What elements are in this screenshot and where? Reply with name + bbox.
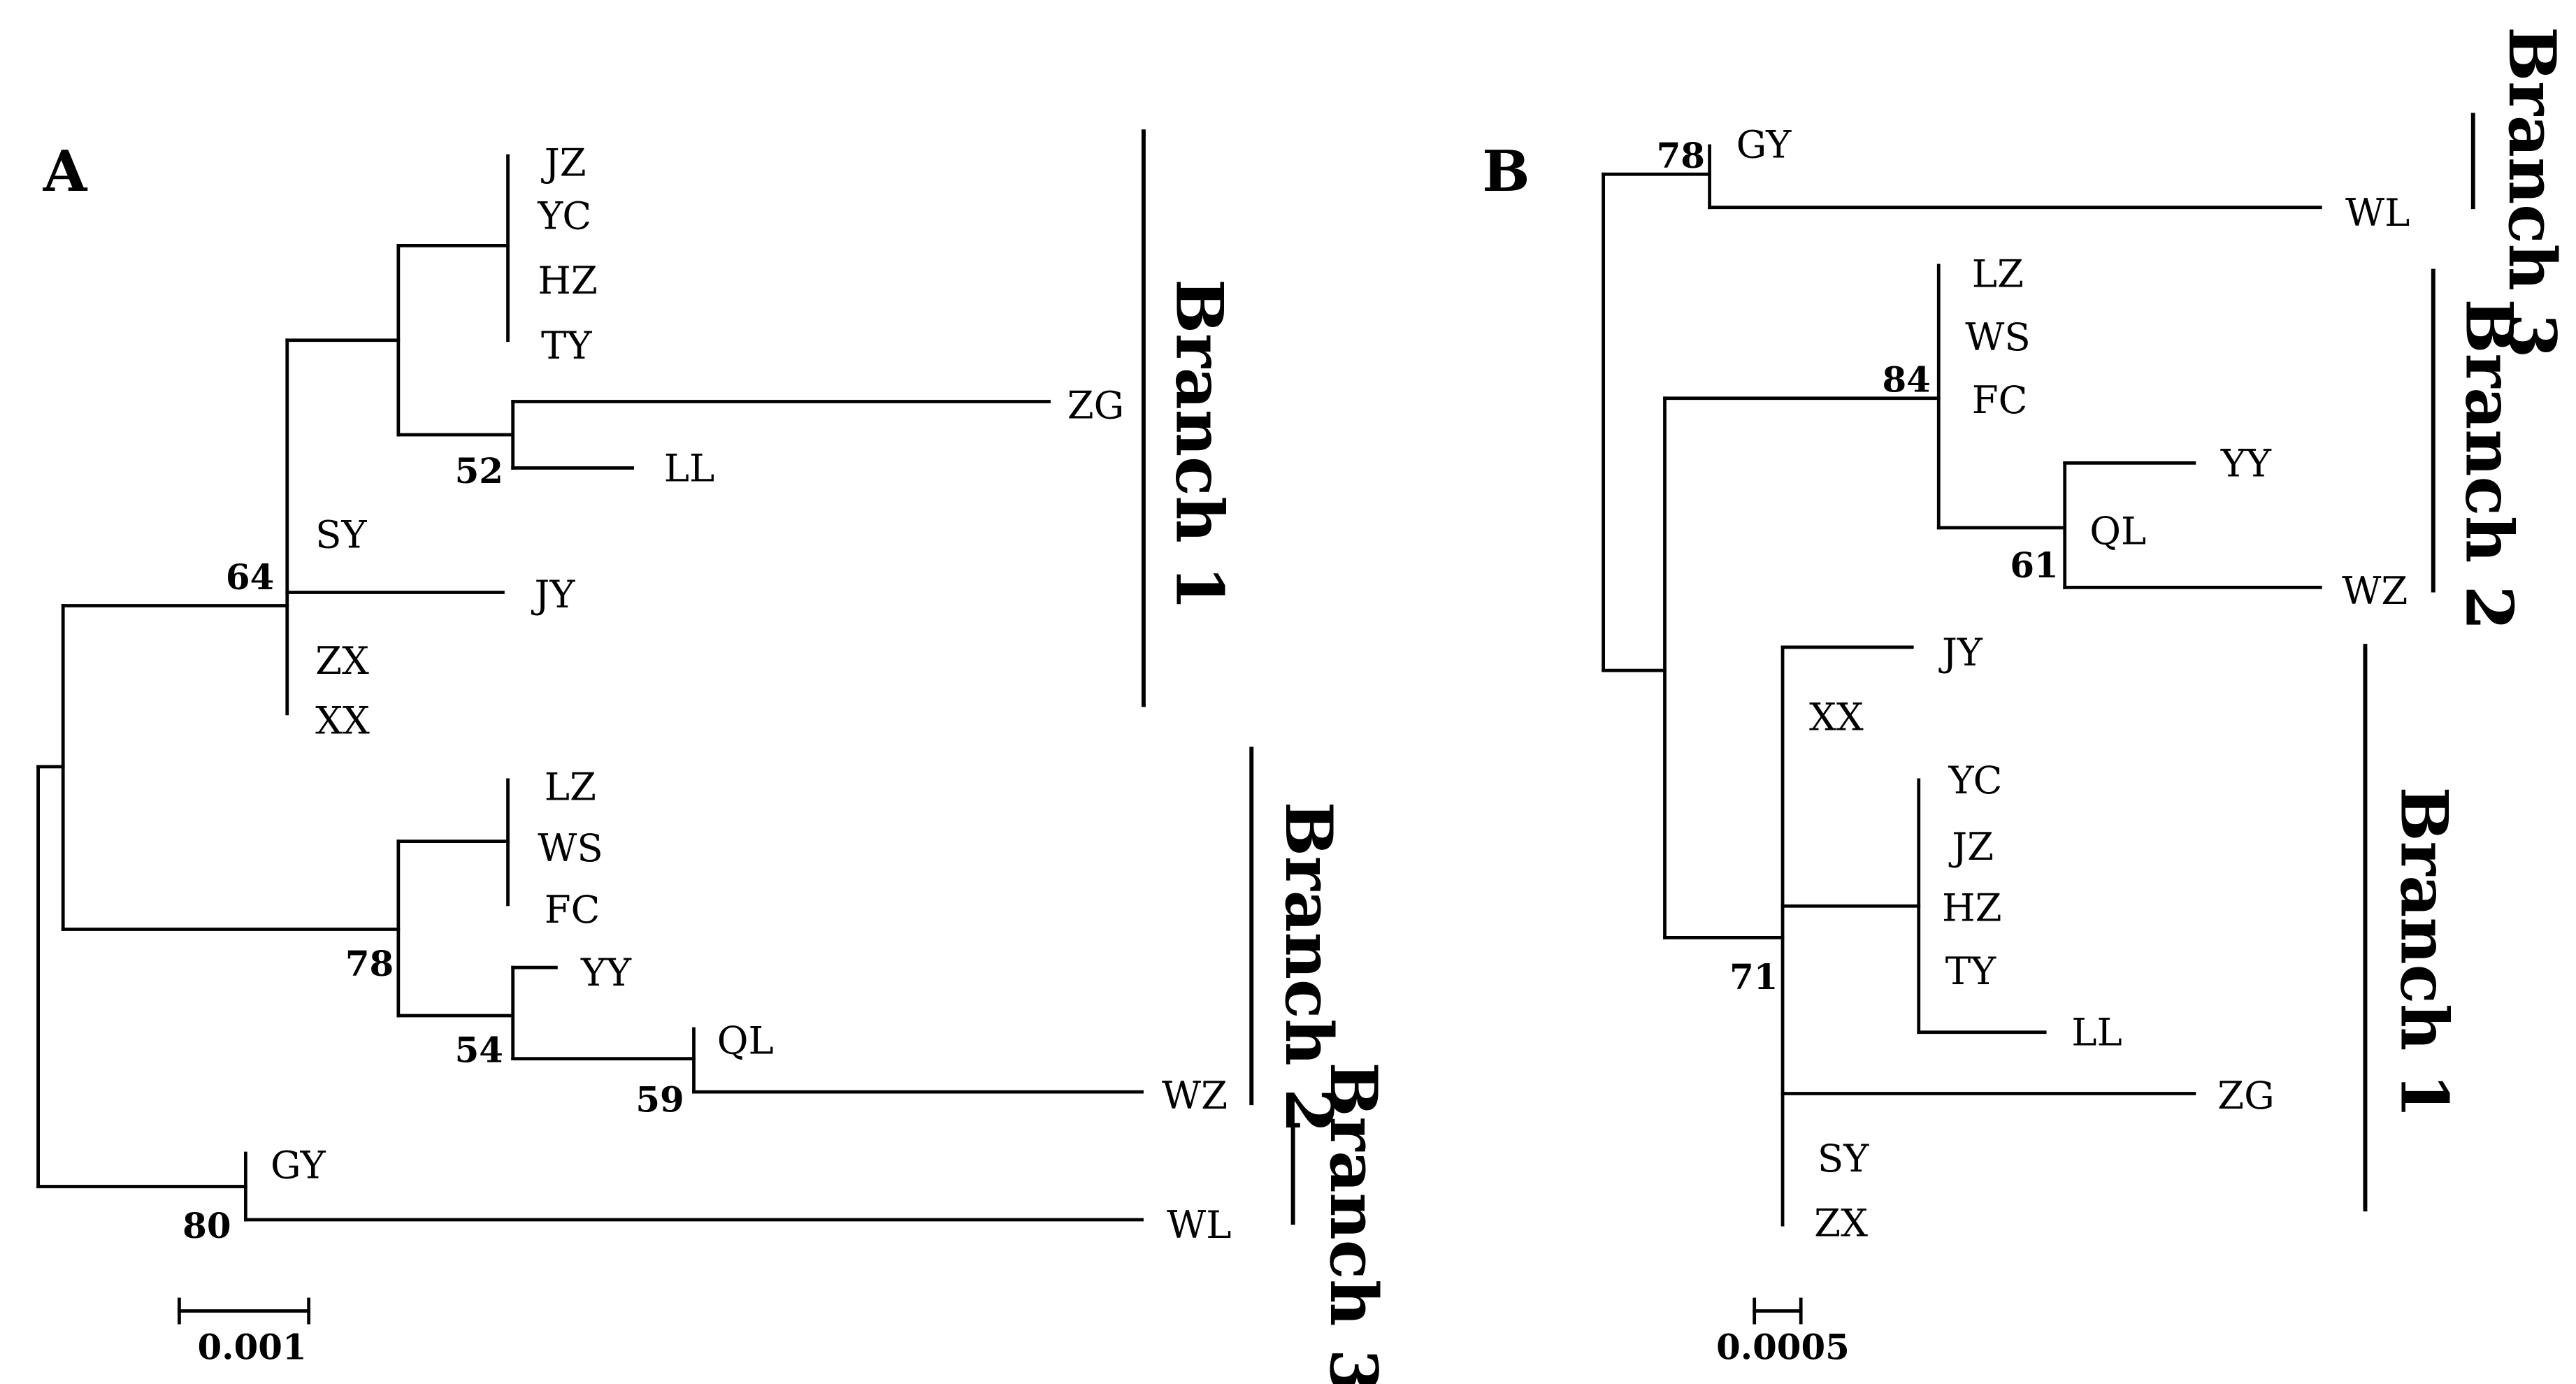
taxon-label: YC: [1948, 758, 2002, 802]
support-value: 71: [1729, 956, 1778, 997]
taxon-label: FC: [545, 887, 600, 932]
taxon-label: ZG: [1067, 382, 1125, 427]
taxon-label: WZ: [2342, 568, 2408, 613]
support-value: 80: [182, 1205, 231, 1246]
taxon-label: SY: [315, 512, 367, 556]
taxon-label: HZ: [1942, 886, 2002, 930]
taxon-label: YY: [2220, 440, 2272, 485]
taxon-label: HZ: [538, 258, 598, 303]
taxon-label: WL: [1167, 1202, 1231, 1247]
taxon-label: ZG: [2217, 1073, 2275, 1118]
panel-b-clade-annotations: Branch 3 Branch 2 Branch 1: [2363, 27, 2570, 1212]
panel-a-taxa: JZ YC HZ TY ZG LL SY JY ZX XX LZ WS FC Y…: [271, 140, 1232, 1247]
support-value: 54: [455, 1029, 503, 1070]
taxon-label: WS: [538, 826, 603, 870]
panel-a-clade-annotations: Branch 1 Branch 2 Branch 3: [1141, 129, 1392, 1384]
taxon-label: TY: [1945, 949, 1996, 993]
taxon-label: FC: [1972, 377, 2028, 422]
taxon-label: QL: [2089, 509, 2146, 554]
support-value: 61: [2010, 545, 2058, 586]
branch-3-label: Branch 3: [1316, 1062, 1392, 1384]
support-value: 64: [226, 556, 274, 598]
taxon-label: LL: [664, 445, 715, 490]
panel-b-letter: B: [1482, 138, 1530, 205]
panel-b-tree-edges: [1602, 144, 2322, 1227]
taxon-label: JY: [1938, 630, 1983, 675]
taxon-label: TY: [541, 323, 592, 368]
taxon-label: JZ: [1948, 824, 1994, 869]
taxon-label: XX: [1809, 695, 1864, 740]
panel-b: B: [1482, 27, 2570, 1367]
scale-bar-label: 0.001: [198, 1326, 307, 1367]
taxon-label: ZX: [315, 638, 369, 683]
taxon-label: YY: [580, 950, 632, 995]
branch-2-label: Branch 2: [2451, 298, 2527, 630]
taxon-label: SY: [1818, 1136, 1869, 1181]
panel-b-taxa: GY WL LZ WS FC YY QL WZ JY XX YC JZ HZ T…: [1736, 122, 2410, 1246]
panel-a: A: [36, 129, 1392, 1384]
taxon-label: XX: [315, 698, 370, 742]
taxon-label: YC: [537, 194, 591, 238]
taxon-label: JZ: [541, 140, 587, 185]
support-value: 52: [455, 450, 503, 491]
taxon-label: ZX: [1814, 1201, 1868, 1246]
panel-a-letter: A: [43, 138, 88, 205]
branch-3-label: Branch 3: [2494, 27, 2570, 359]
taxon-label: JY: [531, 572, 576, 617]
support-value: 59: [635, 1079, 684, 1120]
taxon-label: LZ: [545, 764, 596, 809]
taxon-label: LL: [2071, 1010, 2122, 1055]
taxon-label: GY: [271, 1143, 326, 1188]
branch-2-label: Branch 2: [1271, 802, 1347, 1134]
panel-b-scale-bar: 0.0005: [1716, 1297, 1850, 1367]
panel-a-tree-edges: [36, 154, 1144, 1222]
taxon-label: WL: [2345, 190, 2410, 235]
scale-bar-label: 0.0005: [1716, 1326, 1850, 1367]
branch-1-label: Branch 1: [1161, 279, 1237, 611]
branch-1-label: Branch 1: [2387, 786, 2463, 1118]
taxon-label: WS: [1965, 315, 2031, 359]
panel-a-scale-bar: 0.001: [178, 1297, 311, 1367]
panel-a-support-values: 52 64 78 54 59 80: [182, 450, 684, 1246]
taxon-label: LZ: [1972, 252, 2024, 296]
taxon-label: WZ: [1162, 1073, 1228, 1118]
support-value: 78: [1657, 135, 1705, 176]
taxon-label: QL: [717, 1018, 774, 1063]
support-value: 78: [345, 943, 394, 984]
support-value: 84: [1883, 359, 1931, 400]
panel-b-support-values: 78 84 61 71: [1657, 135, 2059, 997]
taxon-label: GY: [1736, 122, 1792, 167]
